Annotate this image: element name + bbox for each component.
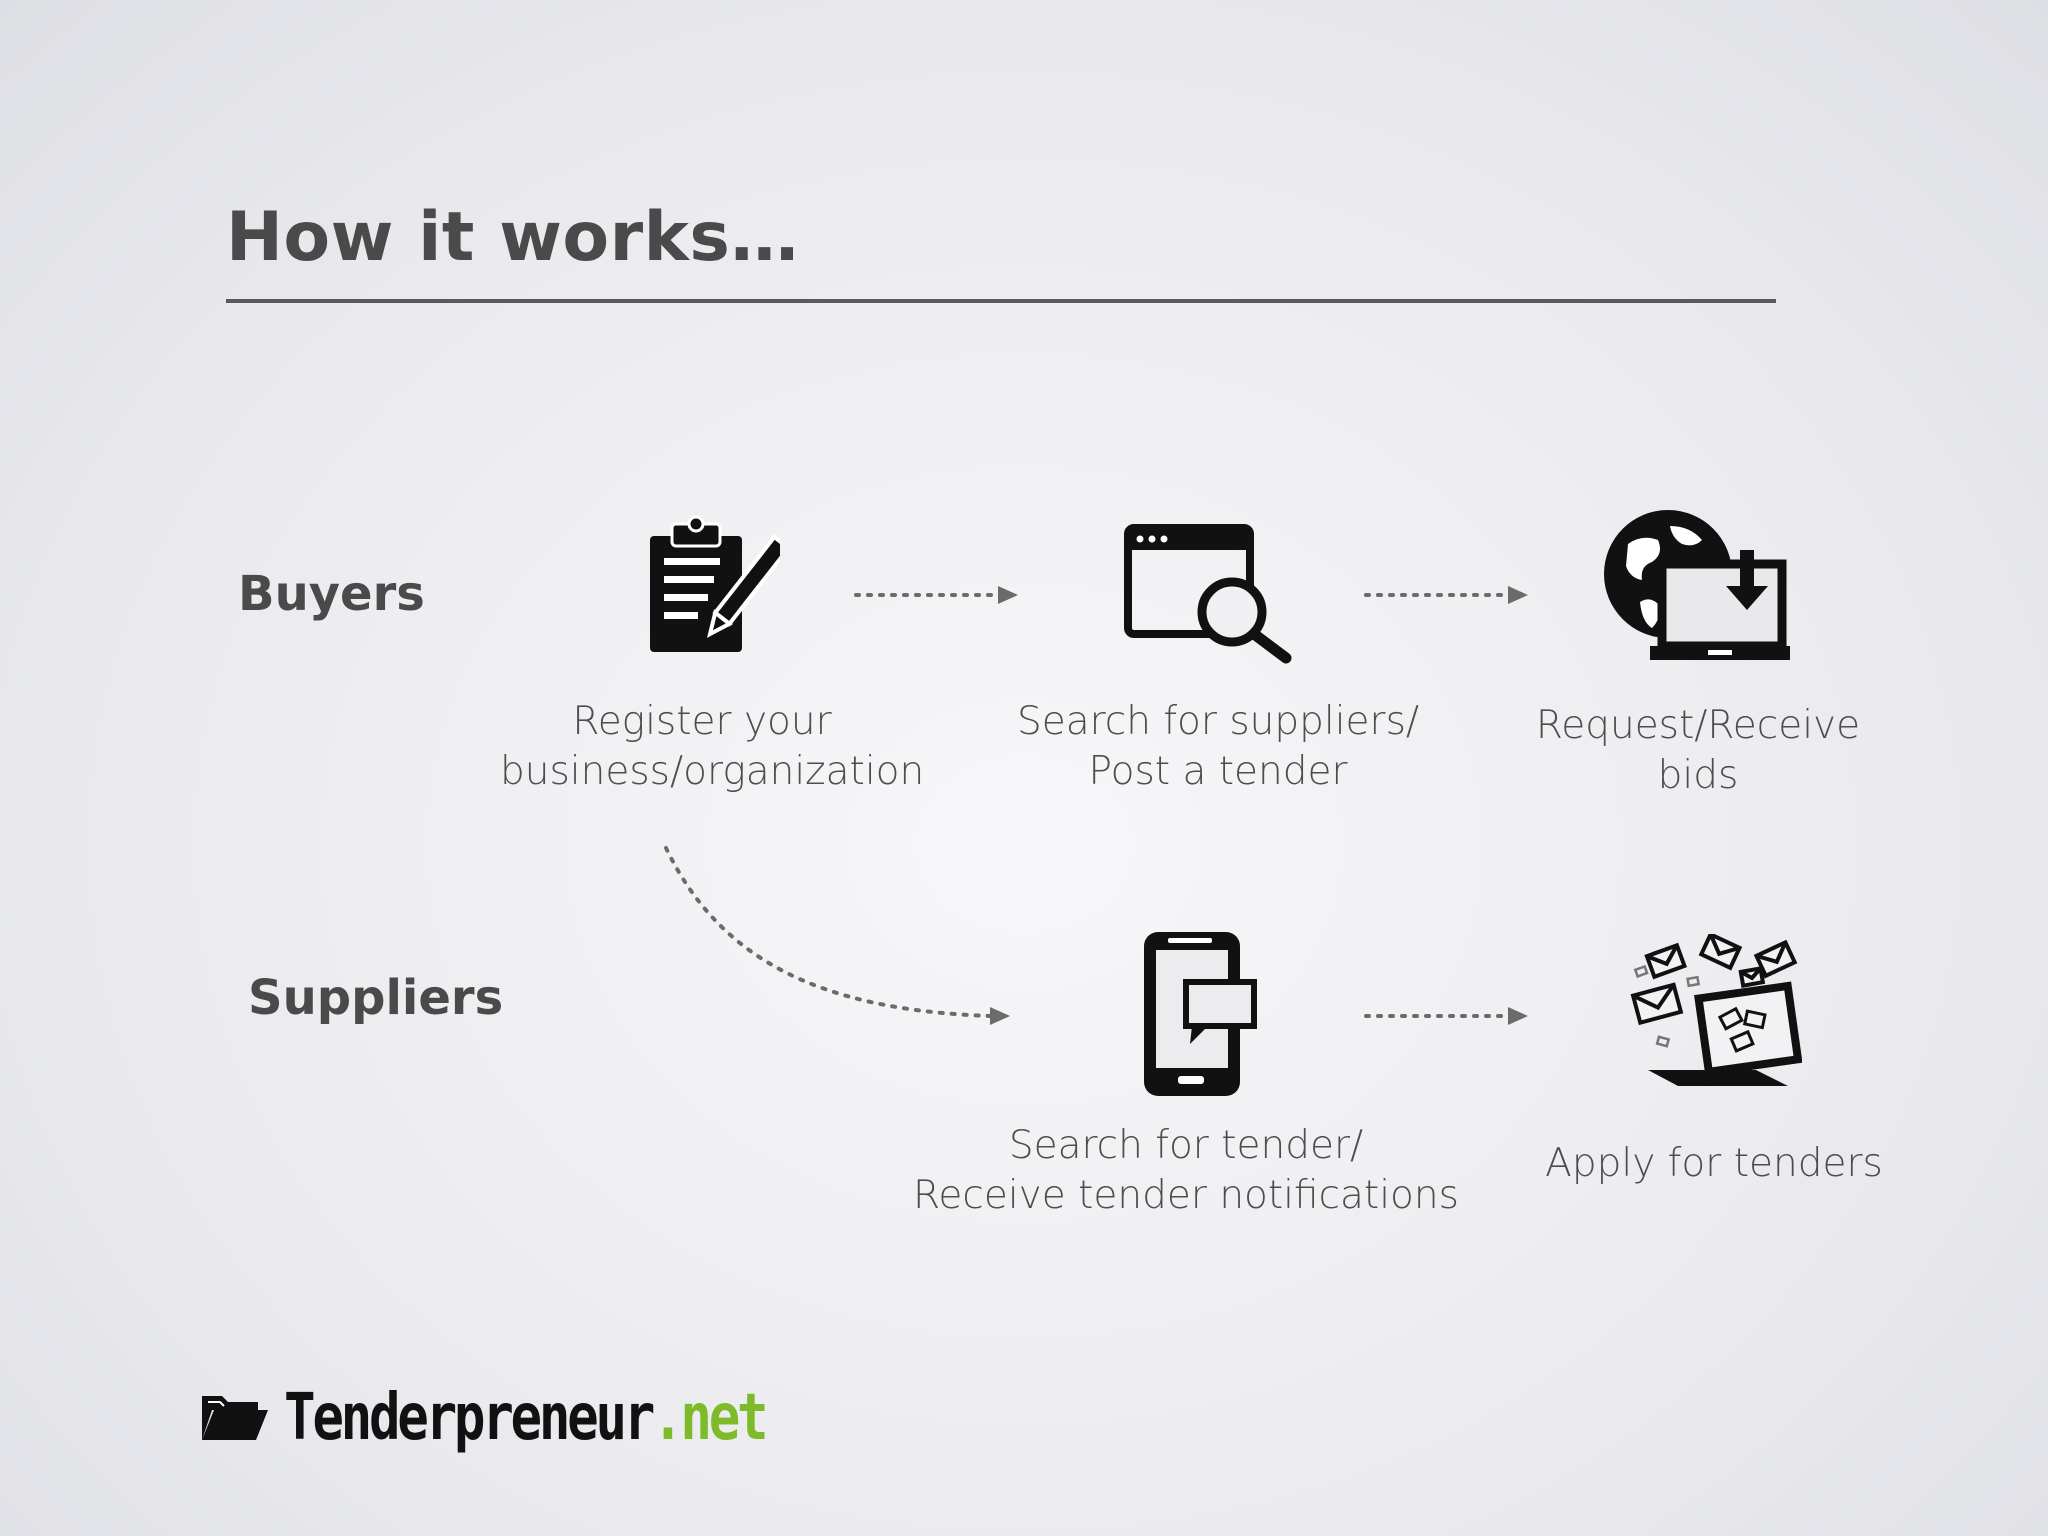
tenderpreneur-logo: Tenderpreneur.net [198, 1381, 871, 1455]
arrowhead-4 [1508, 1007, 1528, 1025]
slide-title: How it works… [226, 198, 799, 277]
arrowhead-2 [1508, 586, 1528, 604]
step-label-request-bids: Request/Receive bids [1498, 701, 1898, 801]
browser-search-icon [1124, 524, 1292, 664]
step-label-search-tender-line1: Search for tender/ [1008, 1123, 1364, 1168]
row-label-buyers: Buyers [238, 566, 425, 622]
step-label-search-post: Search for suppliers/ Post a tender [1016, 697, 1420, 797]
laptop-envelopes-icon [1630, 934, 1802, 1086]
step-label-search-post-line2: Post a tender [1088, 749, 1348, 794]
logo-name: Tenderpreneur [284, 1381, 655, 1455]
logo-tld: .net [652, 1381, 769, 1455]
arrow-register-to-tender [664, 846, 992, 1018]
phone-message-icon [1144, 932, 1257, 1096]
step-label-search-tender-line2: Receive tender notifications [913, 1173, 1459, 1218]
step-label-register-line2: business/organization [500, 749, 925, 794]
step-label-request-bids-line1: Request/Receive [1535, 703, 1861, 748]
globe-laptop-download-icon [1604, 510, 1790, 660]
step-label-request-bids-line2: bids [1657, 753, 1739, 798]
arrowhead-1 [998, 586, 1018, 604]
step-label-search-tender: Search for tender/ Receive tender notifi… [906, 1121, 1466, 1221]
step-label-apply: Apply for tenders [1514, 1139, 1914, 1189]
arrowhead-3 [990, 1007, 1010, 1025]
step-label-search-post-line1: Search for suppliers/ [1016, 699, 1420, 744]
clipboard-pen-icon [650, 515, 780, 652]
step-label-apply-line1: Apply for tenders [1545, 1141, 1883, 1186]
title-underline [226, 299, 1776, 303]
folder-icon [202, 1396, 268, 1440]
step-label-register: Register your business/organization [500, 697, 925, 797]
row-label-suppliers: Suppliers [248, 970, 504, 1026]
step-label-register-line1: Register your [572, 699, 832, 744]
